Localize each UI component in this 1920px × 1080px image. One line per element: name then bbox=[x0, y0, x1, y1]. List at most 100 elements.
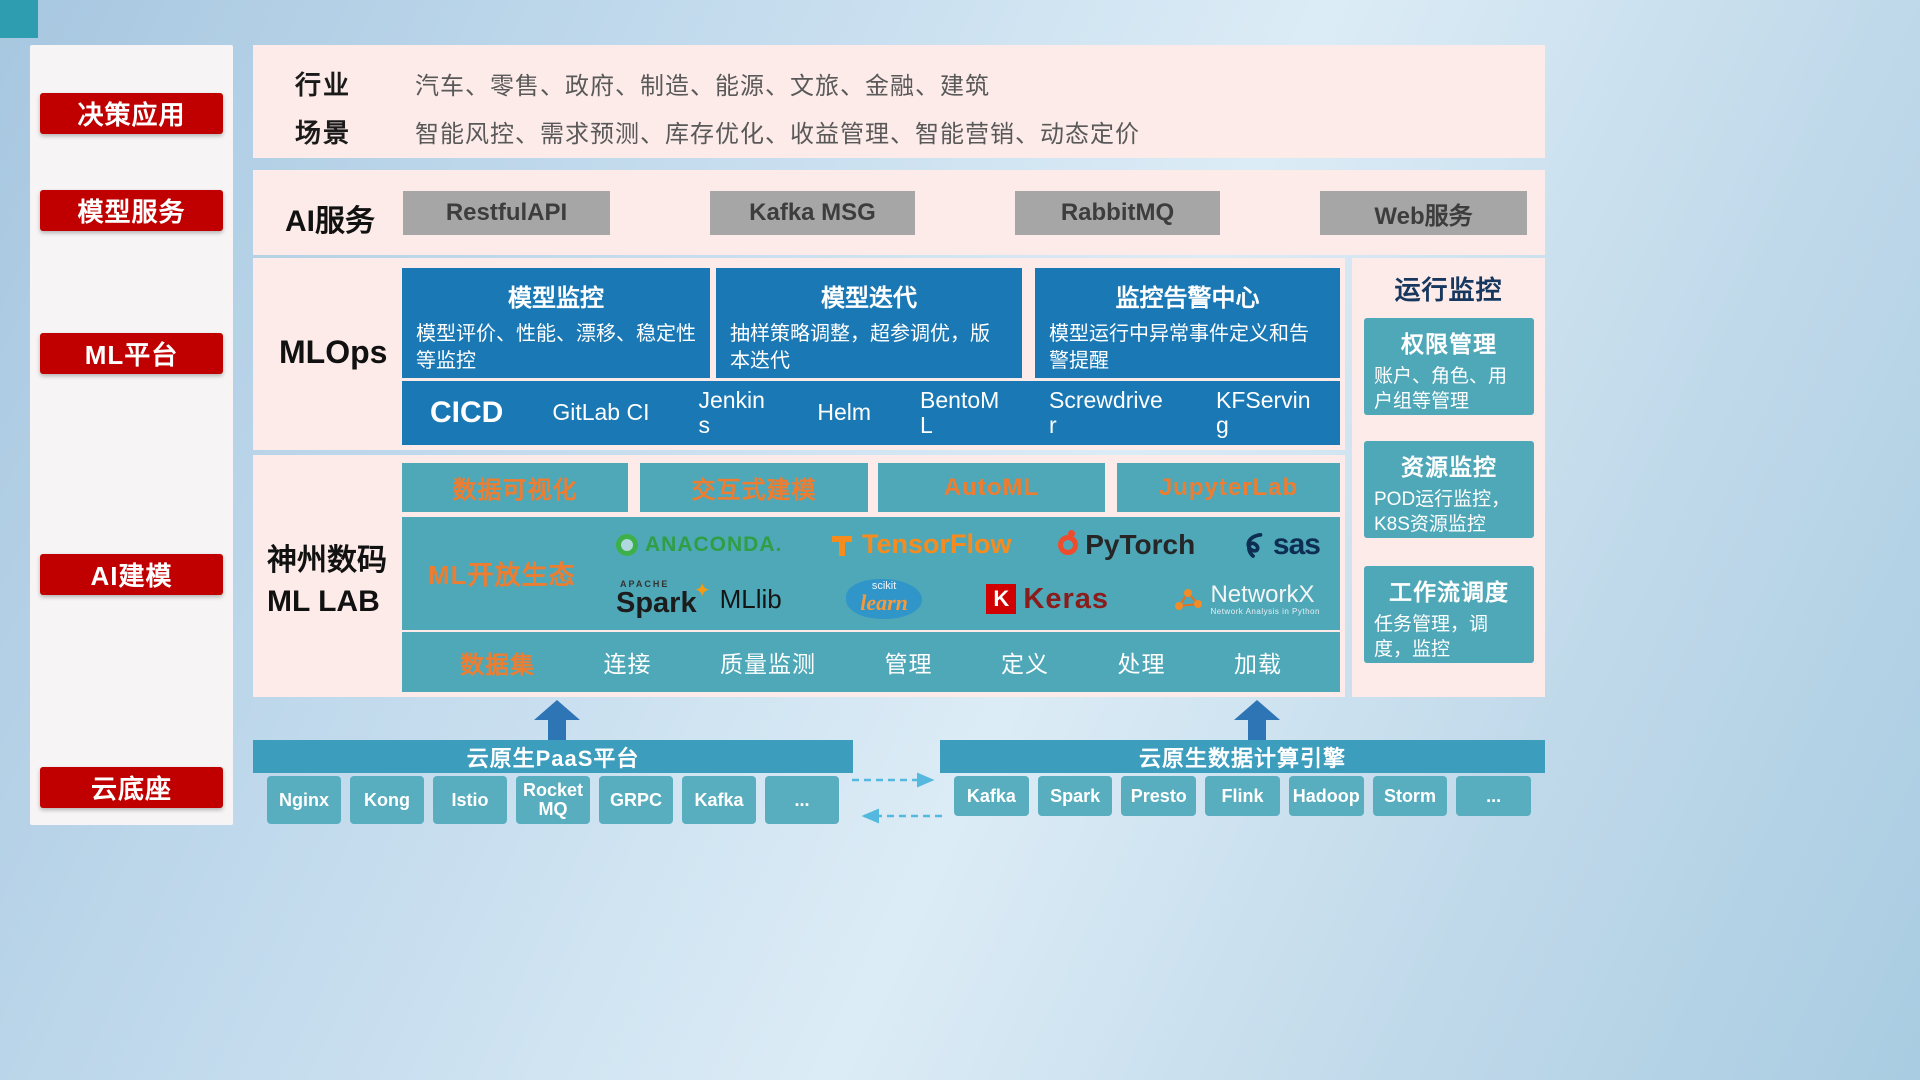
dataset-item-manage: 管理 bbox=[884, 651, 933, 677]
cicd-item-jenkins: Jenkins bbox=[698, 386, 765, 438]
sidebar-item-ml-platform: ML平台 bbox=[40, 333, 223, 374]
tensorflow-wordmark: TensorFlow bbox=[862, 529, 1012, 560]
up-arrow-paas bbox=[534, 700, 580, 740]
card-title: 权限管理 bbox=[1401, 331, 1497, 357]
cicd-item-bentoml: BentoML bbox=[920, 386, 1000, 438]
runtime-monitoring-panel: 运行监控 权限管理 账户、角色、用户组等管理 资源监控 POD运行监控，K8S资… bbox=[1352, 258, 1545, 697]
mlops-card-model-monitoring: 模型监控 模型评价、性能、漂移、稳定性等监控 bbox=[402, 268, 710, 378]
ai-service-web: Web服务 bbox=[1320, 191, 1527, 235]
card-desc: 账户、角色、用户组等管理 bbox=[1374, 366, 1508, 412]
scikit-label: scikit bbox=[871, 580, 897, 593]
scenario-list: 智能风控、需求预测、库存优化、收益管理、智能营销、动态定价 bbox=[415, 121, 1140, 148]
ai-service-kafka-msg: Kafka MSG bbox=[710, 191, 915, 235]
networkx-logo: NetworkX Network Analysis in Python bbox=[1173, 582, 1320, 616]
engine-item-flink: Flink bbox=[1205, 776, 1280, 816]
paas-header: 云原生PaaS平台 bbox=[253, 740, 853, 773]
engine-item-spark: Spark bbox=[1037, 776, 1113, 816]
paas-item-istio: Istio bbox=[433, 776, 507, 824]
pytorch-wordmark: PyTorch bbox=[1085, 528, 1196, 560]
card-title: 资源监控 bbox=[1401, 454, 1497, 480]
engine-item-kafka: Kafka bbox=[954, 776, 1029, 816]
logo-row-1: ANACONDA. TensorFlow PyTorch sas bbox=[602, 528, 1334, 562]
dashed-exchange-arrows bbox=[852, 772, 942, 824]
engine-buttons: Kafka Spark Presto Flink Hadoop Storm ..… bbox=[940, 776, 1545, 818]
engine-item-more: ... bbox=[1456, 776, 1532, 816]
dataset-bar: 数据集 连接 质量监测 管理 定义 处理 加载 bbox=[402, 632, 1340, 692]
industry-panel: 行业 汽车、零售、政府、制造、能源、文旅、金融、建筑 场景 智能风控、需求预测、… bbox=[253, 45, 1545, 158]
networkx-icon bbox=[1175, 589, 1203, 611]
mllib-wordmark: MLlib bbox=[719, 583, 782, 614]
sas-logo: sas bbox=[1242, 527, 1321, 562]
paas-buttons: Nginx Kong Istio RocketMQ GRPC Kafka ... bbox=[253, 776, 853, 826]
pytorch-logo: PyTorch bbox=[1058, 529, 1195, 561]
scenario-label: 场景 bbox=[295, 118, 352, 148]
engine-item-presto: Presto bbox=[1121, 776, 1197, 816]
dataset-label: 数据集 bbox=[460, 651, 535, 679]
keras-wordmark: Keras bbox=[1023, 582, 1109, 615]
anaconda-icon bbox=[616, 533, 638, 556]
apache-label: APACHE bbox=[620, 579, 670, 590]
anaconda-wordmark: ANACONDA. bbox=[645, 532, 783, 556]
card-title: 模型监控 bbox=[508, 285, 604, 312]
ai-service-panel: AI服务 RestfulAPI Kafka MSG RabbitMQ Web服务 bbox=[253, 170, 1545, 255]
industry-label: 行业 bbox=[295, 70, 352, 100]
card-desc: 模型运行中异常事件定义和告警提醒 bbox=[1049, 323, 1309, 372]
sidebar: 决策应用 模型服务 ML平台 AI建模 云底座 bbox=[30, 45, 233, 825]
paas-item-more: ... bbox=[765, 776, 839, 824]
tool-jupyterlab: JupyterLab bbox=[1117, 463, 1340, 512]
cicd-item-gitlab-ci: GitLab CI bbox=[552, 399, 650, 426]
ml-ecosystem-label: ML开放生态 bbox=[428, 560, 576, 590]
card-desc: 模型评价、性能、漂移、稳定性等监控 bbox=[416, 323, 696, 372]
dataset-item-load: 加载 bbox=[1234, 651, 1282, 677]
spark-wordmark: Spark✦ bbox=[616, 580, 711, 620]
industry-list: 汽车、零售、政府、制造、能源、文旅、金融、建筑 bbox=[415, 73, 990, 100]
ai-service-rabbitmq: RabbitMQ bbox=[1015, 191, 1220, 235]
mlops-label: MLOps bbox=[279, 334, 388, 370]
monitor-card-resources: 资源监控 POD运行监控，K8S资源监控 bbox=[1364, 441, 1534, 538]
anaconda-logo: ANACONDA. bbox=[616, 533, 782, 557]
engine-item-hadoop: Hadoop bbox=[1288, 776, 1364, 816]
mllab-label-line2: ML LAB bbox=[267, 584, 380, 618]
card-title: 工作流调度 bbox=[1389, 579, 1509, 605]
paas-item-kafka: Kafka bbox=[682, 776, 756, 824]
cicd-label: CICD bbox=[430, 396, 504, 429]
spark-mllib-logo: APACHE Spark✦ MLlib bbox=[616, 580, 782, 618]
tool-interactive-modeling: 交互式建模 bbox=[640, 463, 868, 512]
networkx-wordmark: NetworkX bbox=[1210, 581, 1315, 609]
paas-item-nginx: Nginx bbox=[267, 776, 341, 824]
card-desc: 任务管理，调度，监控 bbox=[1374, 614, 1489, 660]
scikit-learn-logo: scikit learn bbox=[846, 579, 922, 620]
learn-wordmark: learn bbox=[860, 590, 908, 616]
sas-wordmark: sas bbox=[1272, 527, 1321, 561]
monitor-card-permissions: 权限管理 账户、角色、用户组等管理 bbox=[1364, 318, 1534, 415]
dataset-item-define: 定义 bbox=[1001, 651, 1049, 677]
ml-ecosystem-logos: ANACONDA. TensorFlow PyTorch sas bbox=[602, 519, 1334, 628]
tool-automl: AutoML bbox=[878, 463, 1105, 512]
logo-row-2: APACHE Spark✦ MLlib scikit learn K Keras bbox=[602, 579, 1334, 620]
sidebar-item-ai-modeling: AI建模 bbox=[40, 554, 223, 595]
cicd-item-helm: Helm bbox=[817, 399, 872, 426]
sas-swirl-icon bbox=[1246, 532, 1263, 558]
dataset-item-connect: 连接 bbox=[603, 651, 652, 677]
mlops-panel: MLOps 模型监控 模型评价、性能、漂移、稳定性等监控 模型迭代 抽样策略调整… bbox=[253, 258, 1345, 450]
ml-ecosystem-box: ML开放生态 ANACONDA. TensorFlow PyTorch sas bbox=[402, 517, 1340, 630]
sidebar-item-model-service: 模型服务 bbox=[40, 190, 223, 231]
sidebar-item-cloud-base: 云底座 bbox=[40, 767, 223, 808]
mlops-card-model-iteration: 模型迭代 抽样策略调整，超参调优，版本迭代 bbox=[716, 268, 1022, 378]
dataset-item-quality: 质量监测 bbox=[720, 651, 816, 677]
paas-item-grpc: GRPC bbox=[599, 776, 673, 824]
mlops-card-alert-center: 监控告警中心 模型运行中异常事件定义和告警提醒 bbox=[1035, 268, 1340, 378]
keras-icon: K bbox=[986, 584, 1017, 615]
card-title: 模型迭代 bbox=[821, 285, 917, 312]
networkx-subtitle: Network Analysis in Python bbox=[1210, 606, 1320, 616]
paas-item-kong: Kong bbox=[350, 776, 424, 824]
paas-item-rocketmq: RocketMQ bbox=[516, 776, 590, 824]
ai-service-restfulapi: RestfulAPI bbox=[403, 191, 610, 235]
runtime-monitoring-title: 运行监控 bbox=[1394, 275, 1503, 305]
mllab-panel: 神州数码 ML LAB 数据可视化 交互式建模 AutoML JupyterLa… bbox=[253, 455, 1345, 697]
corner-decoration bbox=[0, 0, 38, 38]
up-arrow-engine bbox=[1234, 700, 1280, 740]
mllab-label-line1: 神州数码 bbox=[267, 544, 387, 577]
cicd-bar: CICD GitLab CI Jenkins Helm BentoML Scre… bbox=[402, 381, 1340, 445]
card-desc: 抽样策略调整，超参调优，版本迭代 bbox=[730, 323, 990, 372]
